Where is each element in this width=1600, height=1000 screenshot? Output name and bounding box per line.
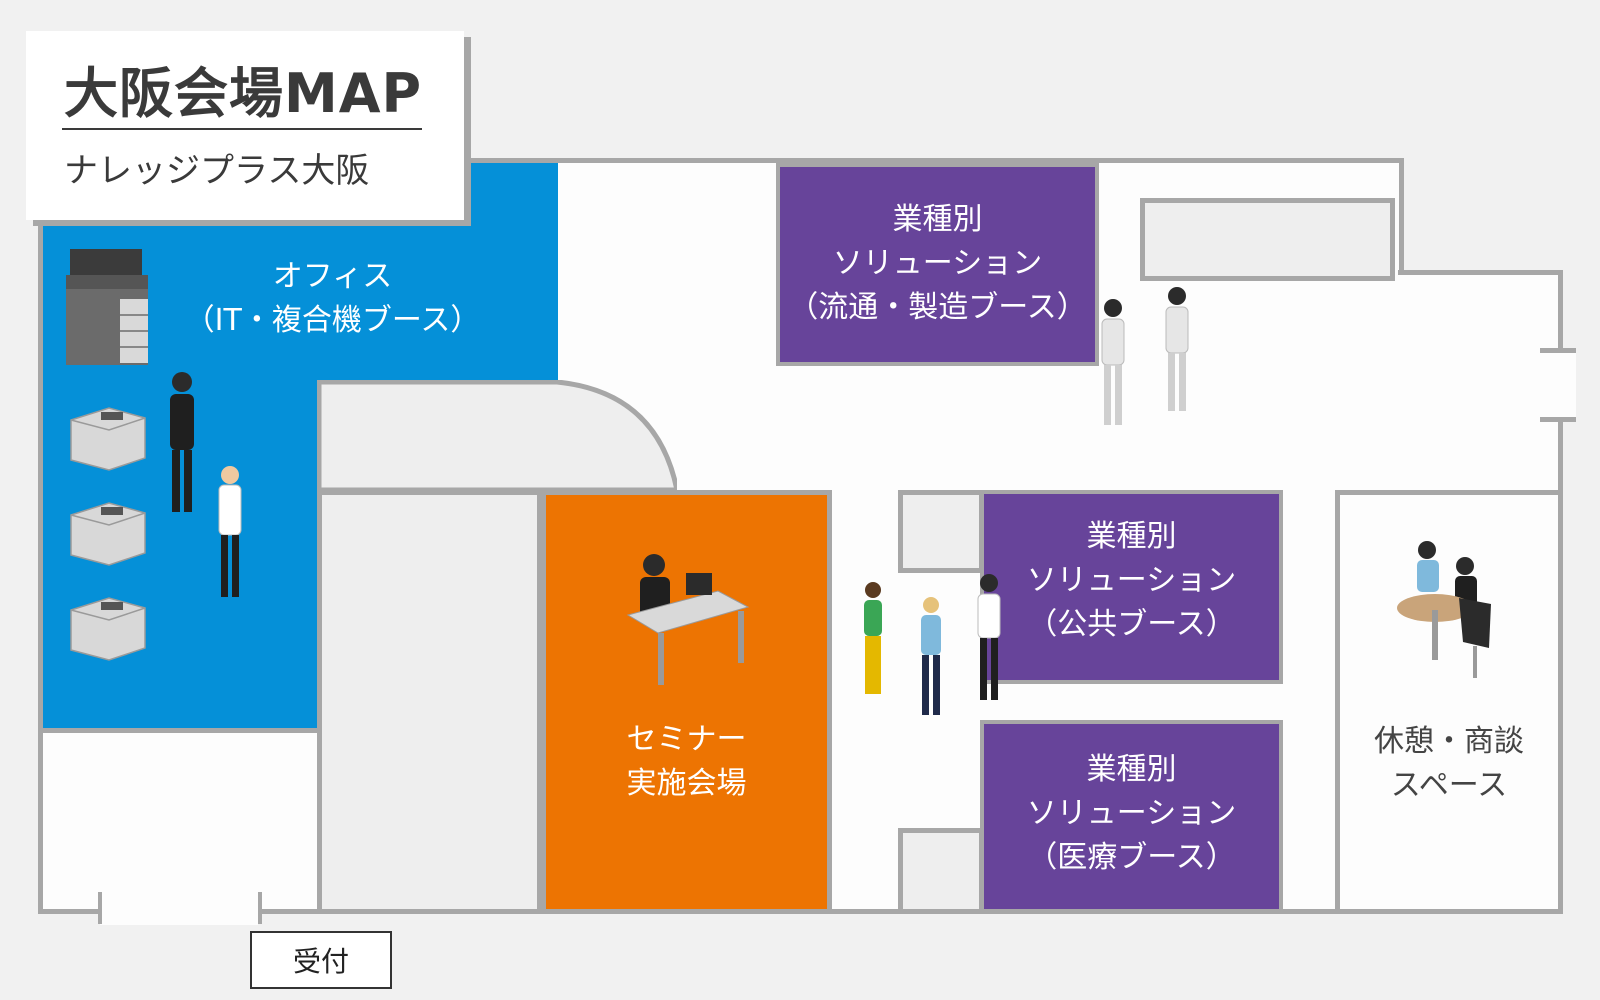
person-icon: [1165, 287, 1189, 411]
partition-box-lower: [898, 828, 984, 914]
reception-label: 受付: [292, 945, 349, 978]
seminar-label: セミナー 実施会場: [626, 722, 747, 801]
booth-medical-label: 業種別 ソリューション （医療ブース）: [1026, 752, 1237, 875]
office-label: オフィス （IT・複合機ブース）: [184, 259, 481, 338]
lounge-area: [1335, 490, 1563, 914]
map-subtitle: ナレッジプラス大阪: [64, 151, 370, 191]
printer-icon: [70, 407, 146, 471]
meeting-table-icon: [1397, 541, 1491, 678]
person-icon: [170, 372, 194, 512]
title-card: 大阪会場MAP ナレッジプラス大阪: [26, 31, 464, 220]
seminar-side-room: [317, 490, 542, 914]
printer-icon: [70, 597, 146, 661]
person-icon: [864, 582, 882, 694]
booth-public-label: 業種別 ソリューション （公共ブース）: [1026, 519, 1237, 642]
storage-area: [1140, 198, 1395, 281]
person-icon: [921, 597, 941, 715]
person-icon: [218, 466, 242, 597]
copier-icon: [66, 249, 148, 365]
booth-medical: [980, 720, 1283, 909]
map-title: 大阪会場MAP: [64, 62, 423, 125]
booth-public: [980, 490, 1283, 684]
side-door: [1540, 348, 1576, 422]
lounge-label: 休憩・商談 スペース: [1374, 724, 1524, 803]
entrance-gap: [100, 905, 258, 925]
printer-icon: [70, 502, 146, 566]
booth-distribution-manufacturing: [776, 163, 1099, 366]
partition-box-upper: [898, 490, 984, 573]
inner-corridor-room: [317, 380, 677, 493]
desk-with-computer-icon: [626, 554, 750, 685]
seminar-room: [541, 490, 832, 909]
booth-distribution-label: 業種別 ソリューション （流通・製造ブース）: [788, 202, 1087, 325]
reception-box: 受付: [250, 931, 392, 989]
person-icon: [1101, 299, 1125, 425]
person-icon: [977, 574, 1001, 700]
